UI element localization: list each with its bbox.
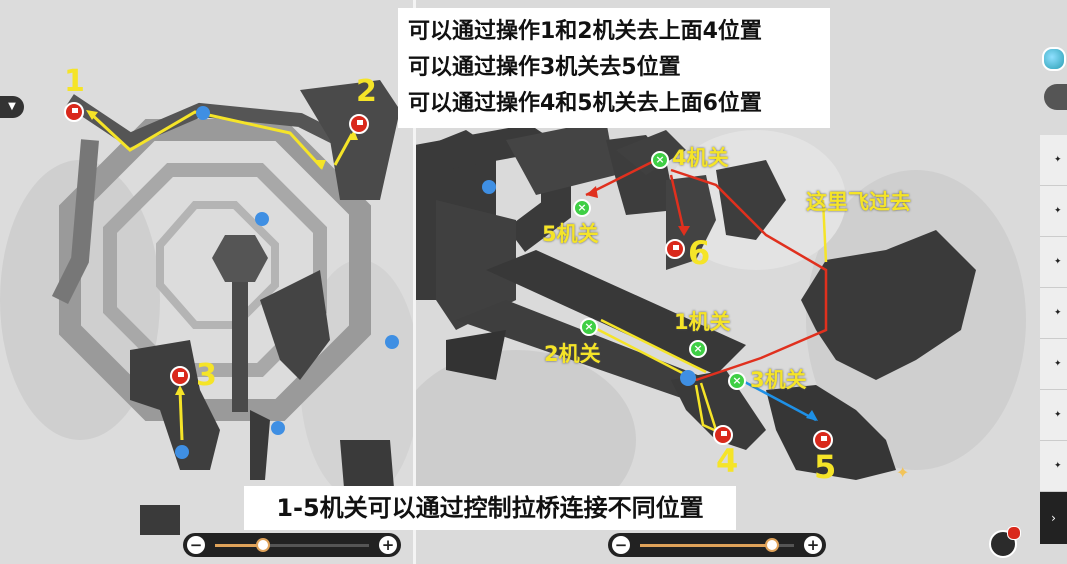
lever-label-4: 4机关 (672, 146, 729, 170)
zoom-slider-knob[interactable] (255, 538, 270, 552)
instruction-line-3: 可以通过操作4和5机关去上面6位置 (408, 91, 762, 116)
zoom-out-button[interactable]: − (187, 536, 205, 554)
filter-item[interactable]: ✦ (1040, 288, 1067, 339)
caret-down-icon: ▼ (8, 101, 16, 112)
marker-number-3: 3 (196, 358, 217, 393)
lever-label-3: 3机关 (750, 368, 807, 392)
lever-4-icon[interactable]: × (651, 151, 669, 169)
globe-icon[interactable] (1042, 47, 1066, 71)
panel-divider (413, 0, 416, 564)
zoom-in-button[interactable]: + (379, 536, 397, 554)
zoom-slider-knob[interactable] (765, 538, 780, 552)
filter-item[interactable]: ✦ (1040, 237, 1067, 288)
zoom-slider-fill (215, 544, 263, 547)
side-filter-rail: ✦ ✦ ✦ ✦ ✦ ✦ ✦ (1040, 135, 1067, 500)
filter-item[interactable]: ✦ (1040, 441, 1067, 492)
svg-text:✦: ✦ (896, 463, 909, 482)
instruction-line-2: 可以通过操作3机关去5位置 (408, 55, 681, 80)
right-map-terrain: ✦ (416, 120, 1026, 530)
star-icon: ✦ (1054, 257, 1062, 267)
map-pin-marker-2[interactable] (349, 114, 369, 134)
lever-label-5: 5机关 (542, 222, 599, 246)
zoom-slider-track[interactable] (640, 538, 794, 552)
map-pin-marker-4[interactable] (713, 425, 733, 445)
star-icon: ✦ (1054, 359, 1062, 369)
map-pin-marker-1[interactable] (64, 102, 84, 122)
filter-item[interactable]: ✦ (1040, 390, 1067, 441)
expand-panel-button[interactable]: › (1040, 492, 1067, 544)
map-pin-marker-5[interactable] (813, 430, 833, 450)
map-pin-marker-3[interactable] (170, 366, 190, 386)
collapse-toggle-button[interactable]: ▼ (0, 96, 24, 118)
instruction-line-1: 可以通过操作1和2机关去上面4位置 (408, 19, 762, 44)
marker-number-1: 1 (64, 64, 85, 99)
lever-3-icon[interactable]: × (728, 372, 746, 390)
filter-item[interactable]: ✦ (1040, 339, 1067, 390)
top-instruction-box: 可以通过操作1和2机关去上面4位置 可以通过操作3机关去5位置 可以通过操作4和… (398, 8, 830, 128)
bottom-instruction-box: 1-5机关可以通过控制拉桥连接不同位置 (244, 486, 736, 530)
star-icon: ✦ (1054, 206, 1062, 216)
right-zoom-bar[interactable]: − + (608, 533, 826, 557)
lever-5-icon[interactable]: × (573, 199, 591, 217)
zoom-out-button[interactable]: − (612, 536, 630, 554)
filter-item[interactable]: ✦ (1040, 135, 1067, 186)
lever-label-1: 1机关 (674, 310, 731, 334)
zoom-slider-fill (640, 544, 773, 547)
marker-number-4: 4 (716, 442, 739, 480)
left-zoom-bar[interactable]: − + (183, 533, 401, 557)
star-icon: ✦ (1054, 308, 1062, 318)
zoom-slider-track[interactable] (215, 538, 369, 552)
lever-label-2: 2机关 (544, 342, 601, 366)
filter-item[interactable]: ✦ (1040, 186, 1067, 237)
map-pin-marker-6[interactable] (665, 239, 685, 259)
lever-2-icon[interactable]: × (580, 318, 598, 336)
left-map-panel[interactable]: ▼ 1 2 3 − + (0, 0, 414, 564)
star-icon: ✦ (1054, 461, 1062, 471)
marker-number-6: 6 (688, 234, 711, 272)
star-icon: ✦ (1054, 155, 1062, 165)
chevron-right-icon: › (1051, 511, 1056, 525)
lever-1-icon[interactable]: × (689, 340, 707, 358)
marker-number-2: 2 (356, 74, 377, 109)
left-map-terrain (0, 80, 414, 535)
zoom-in-button[interactable]: + (804, 536, 822, 554)
star-icon: ✦ (1054, 410, 1062, 420)
layer-toggle-button[interactable] (1044, 84, 1067, 110)
marker-number-5: 5 (814, 448, 837, 486)
planet-menu-icon[interactable] (989, 526, 1021, 558)
notification-badge (1007, 526, 1021, 540)
fly-over-label: 这里飞过去 (806, 190, 911, 214)
